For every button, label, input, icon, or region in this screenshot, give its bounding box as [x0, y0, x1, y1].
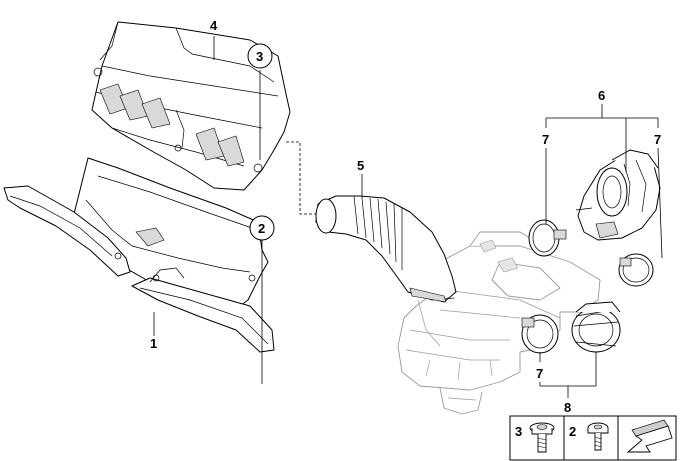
callout-6: 6 — [598, 88, 605, 103]
callout-7-right: 7 — [654, 132, 661, 147]
callout-7-left: 7 — [542, 132, 549, 147]
callout-circle-3 — [247, 43, 273, 69]
legend-item-2-label: 2 — [569, 424, 576, 439]
callout-2: 2 — [258, 221, 265, 236]
callout-3: 3 — [256, 49, 263, 64]
callout-4: 4 — [210, 18, 218, 33]
callout-7-lower: 7 — [536, 366, 543, 381]
hose-clamps — [521, 219, 654, 354]
part-6-air-flow-housing — [575, 149, 661, 241]
flange-screw-icon — [587, 422, 609, 451]
part-5-intake-duct — [315, 195, 457, 303]
legend-item-3-label: 3 — [515, 424, 522, 439]
callout-1: 1 — [150, 336, 157, 351]
part-8-rubber-boot — [571, 301, 621, 353]
part-4-intake-silencer-upper — [91, 21, 291, 191]
callout-8: 8 — [564, 400, 571, 415]
direction-arrow-icon — [626, 419, 673, 453]
callout-5: 5 — [357, 158, 364, 173]
leader-lines — [153, 36, 663, 398]
callout-circle-2 — [249, 215, 275, 241]
parts-legend: 3 2 — [509, 415, 677, 461]
flange-bolt-icon — [529, 422, 555, 453]
part-1-cover-panel — [3, 157, 275, 353]
